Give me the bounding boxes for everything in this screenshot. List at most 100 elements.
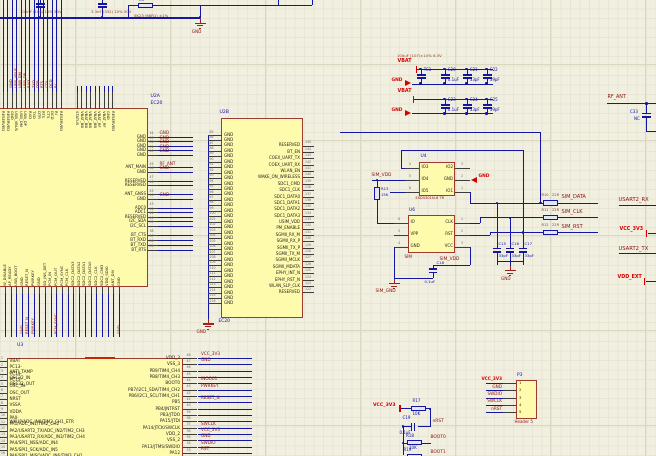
vbat-port[interactable]: VBAT (397, 59, 412, 65)
wire[interactable] (400, 408, 411, 410)
resistor-body[interactable] (374, 187, 380, 200)
vcc-3v3-port[interactable]: VCC_3V3 (619, 227, 644, 233)
vcc-3v3-port[interactable]: VCC_3V3 (373, 403, 396, 408)
net-label-sim-vdd[interactable]: SIM_VDD (371, 172, 392, 178)
wire[interactable] (278, 0, 279, 5)
wire[interactable] (312, 0, 313, 5)
resistor-body[interactable] (407, 453, 422, 456)
capacitor-lead[interactable] (433, 273, 434, 279)
capacitor-lead[interactable] (646, 117, 647, 131)
wire[interactable] (470, 234, 490, 236)
gnd-port[interactable]: GND (478, 174, 490, 180)
wire[interactable] (497, 261, 524, 263)
capacitor-lead[interactable] (40, 7, 41, 18)
wire[interactable] (422, 442, 431, 444)
wire[interactable] (426, 408, 431, 410)
wire[interactable] (619, 253, 656, 255)
wire[interactable] (414, 99, 493, 101)
wire[interactable] (523, 149, 524, 249)
wire[interactable] (433, 264, 470, 266)
wire[interactable] (607, 103, 656, 105)
capacitor-plate[interactable] (98, 3, 107, 5)
capacitor-plate[interactable] (429, 268, 437, 270)
wire[interactable] (412, 83, 493, 85)
capacitor-lead[interactable] (433, 265, 434, 269)
gnd-symbol[interactable] (202, 319, 214, 330)
wire[interactable] (372, 179, 405, 181)
wire[interactable] (403, 426, 411, 428)
gnd-port[interactable]: GND (391, 107, 403, 113)
net-label-boot1[interactable]: BOOT1 (430, 449, 446, 455)
wire[interactable] (540, 131, 541, 204)
ic-body-u2a[interactable] (0, 108, 148, 287)
wire[interactable] (645, 280, 656, 282)
wire[interactable] (403, 442, 404, 455)
net-label-sim-vdd[interactable]: SIM_VDD (439, 257, 460, 262)
wire[interactable] (401, 149, 523, 151)
capacitor-plate[interactable] (36, 3, 45, 5)
capacitor-plate[interactable] (413, 422, 416, 431)
capacitor-plate[interactable] (98, 6, 107, 8)
capacitor-plate[interactable] (642, 116, 651, 118)
header-body-p3[interactable] (516, 380, 537, 419)
wire[interactable] (430, 408, 431, 427)
wire[interactable] (401, 149, 402, 169)
net-label-usart2-tx[interactable]: USART2_TX (618, 245, 649, 252)
wire[interactable] (470, 246, 471, 266)
wire[interactable] (412, 113, 493, 115)
vcc-3v3-port[interactable]: VCC_3V3 (481, 376, 502, 381)
capacitor-plate[interactable] (410, 422, 412, 431)
wire[interactable] (418, 426, 431, 428)
wire[interactable] (403, 442, 407, 444)
gnd-symbol[interactable] (194, 18, 206, 30)
capacitor-plate[interactable] (36, 6, 45, 8)
capacitor-lead[interactable] (102, 7, 103, 18)
wire[interactable] (417, 69, 493, 71)
ic-body-u6[interactable] (408, 215, 455, 253)
capacitor-plate[interactable] (429, 271, 437, 273)
gnd-port[interactable]: GND (391, 78, 403, 83)
vbat-port[interactable]: VBAT (397, 89, 412, 95)
wire[interactable] (377, 222, 394, 224)
net-label-boot0[interactable]: BOOT0 (430, 435, 446, 441)
net-label-nrst[interactable]: nRST (432, 419, 444, 424)
wire[interactable] (470, 222, 480, 224)
wire[interactable] (390, 191, 405, 193)
capacitor-lead[interactable] (102, 0, 103, 4)
net-label-sim-gnd[interactable]: SIM_GND (375, 288, 396, 294)
wire[interactable] (510, 217, 511, 249)
net-label-rf-ant[interactable]: RF_ANT (607, 95, 626, 100)
wire[interactable] (646, 130, 656, 132)
resistor-body[interactable] (407, 440, 422, 446)
wire[interactable] (340, 131, 540, 133)
wire[interactable] (377, 180, 378, 187)
capacitor-lead[interactable] (40, 0, 41, 4)
wire[interactable] (403, 426, 404, 444)
ic-body-u2b[interactable] (221, 118, 303, 318)
wire[interactable] (200, 4, 201, 18)
wire[interactable] (128, 4, 312, 6)
wire[interactable] (394, 277, 433, 279)
gnd-symbol[interactable] (388, 279, 400, 290)
wire[interactable] (647, 232, 656, 234)
capacitor-plate[interactable] (642, 113, 651, 115)
wire[interactable] (490, 232, 491, 236)
net-label-usart2-rx[interactable]: USART2_RX (618, 197, 649, 203)
wire[interactable] (480, 217, 481, 224)
wire[interactable] (619, 205, 656, 207)
wire[interactable] (394, 246, 395, 279)
wire[interactable] (401, 167, 405, 169)
gnd-bus[interactable] (207, 135, 209, 319)
ic-body-u3[interactable] (7, 358, 183, 456)
wire[interactable] (128, 5, 129, 18)
resistor-body[interactable] (411, 405, 426, 411)
wire[interactable] (470, 191, 471, 204)
wire[interactable] (510, 262, 511, 266)
gnd-symbol[interactable] (504, 266, 516, 277)
capacitor-lead[interactable] (646, 103, 647, 114)
vdd-ext-port[interactable]: VDD_EXT (617, 275, 642, 280)
wire[interactable] (0, 17, 200, 19)
wire[interactable] (377, 199, 378, 224)
ic-body-u4[interactable] (419, 162, 455, 196)
